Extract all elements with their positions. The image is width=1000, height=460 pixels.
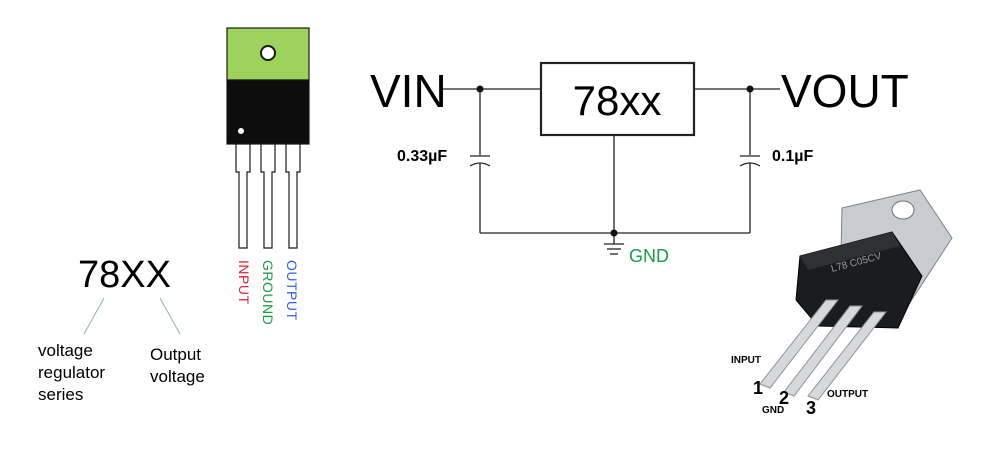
photo-input-label: INPUT xyxy=(731,355,761,366)
series-description: voltage regulator series xyxy=(38,341,106,404)
vout-label: VOUT xyxy=(781,65,909,117)
junction-vout xyxy=(746,85,754,93)
pointer-output xyxy=(159,297,181,335)
photo-lead-1 xyxy=(759,299,840,389)
photo-leads xyxy=(759,299,888,401)
vin-label: VIN xyxy=(370,65,447,117)
pin-label-ground: GROUND xyxy=(260,260,276,326)
chip-box xyxy=(539,61,696,137)
package-body xyxy=(226,79,310,145)
gnd-label: GND xyxy=(629,246,669,266)
mounting-hole xyxy=(260,45,276,61)
lead-ground xyxy=(260,143,276,249)
pin-label-input: INPUT xyxy=(236,260,252,305)
junction-vin xyxy=(476,85,484,93)
junction-gnd xyxy=(610,229,618,237)
pointer-series xyxy=(83,297,105,335)
lead-input xyxy=(235,143,251,249)
lead-output xyxy=(285,143,301,249)
pin1-dot xyxy=(238,128,244,134)
photo-gnd-label: GND xyxy=(762,405,785,416)
chip-label: 78xx xyxy=(572,77,662,124)
schematic-circuit xyxy=(440,61,780,255)
regulator-photo-illustration: L78 C05CV xyxy=(759,189,953,401)
junction-dots xyxy=(476,85,754,237)
package-leads xyxy=(235,143,301,249)
pin-label-output: OUTPUT xyxy=(284,260,300,321)
to220-package-drawing xyxy=(226,27,310,249)
output-capacitor-label: 0.1µF xyxy=(772,148,814,165)
photo-tab-hole xyxy=(891,200,915,220)
photo-pin-number-1: 1 xyxy=(753,378,764,398)
photo-pin-number-2: 2 xyxy=(779,388,790,408)
photo-lead-3 xyxy=(807,311,888,401)
photo-output-label: OUTPUT xyxy=(827,389,869,400)
part-number-label: 78XX xyxy=(78,254,171,296)
photo-pin-number-3: 3 xyxy=(806,398,817,418)
photo-body-top xyxy=(800,232,900,270)
output-voltage-description: Output voltage xyxy=(150,345,205,386)
input-capacitor-label: 0.33µF xyxy=(397,148,448,165)
label-pointers xyxy=(83,297,181,335)
photo-lead-2 xyxy=(783,305,864,397)
